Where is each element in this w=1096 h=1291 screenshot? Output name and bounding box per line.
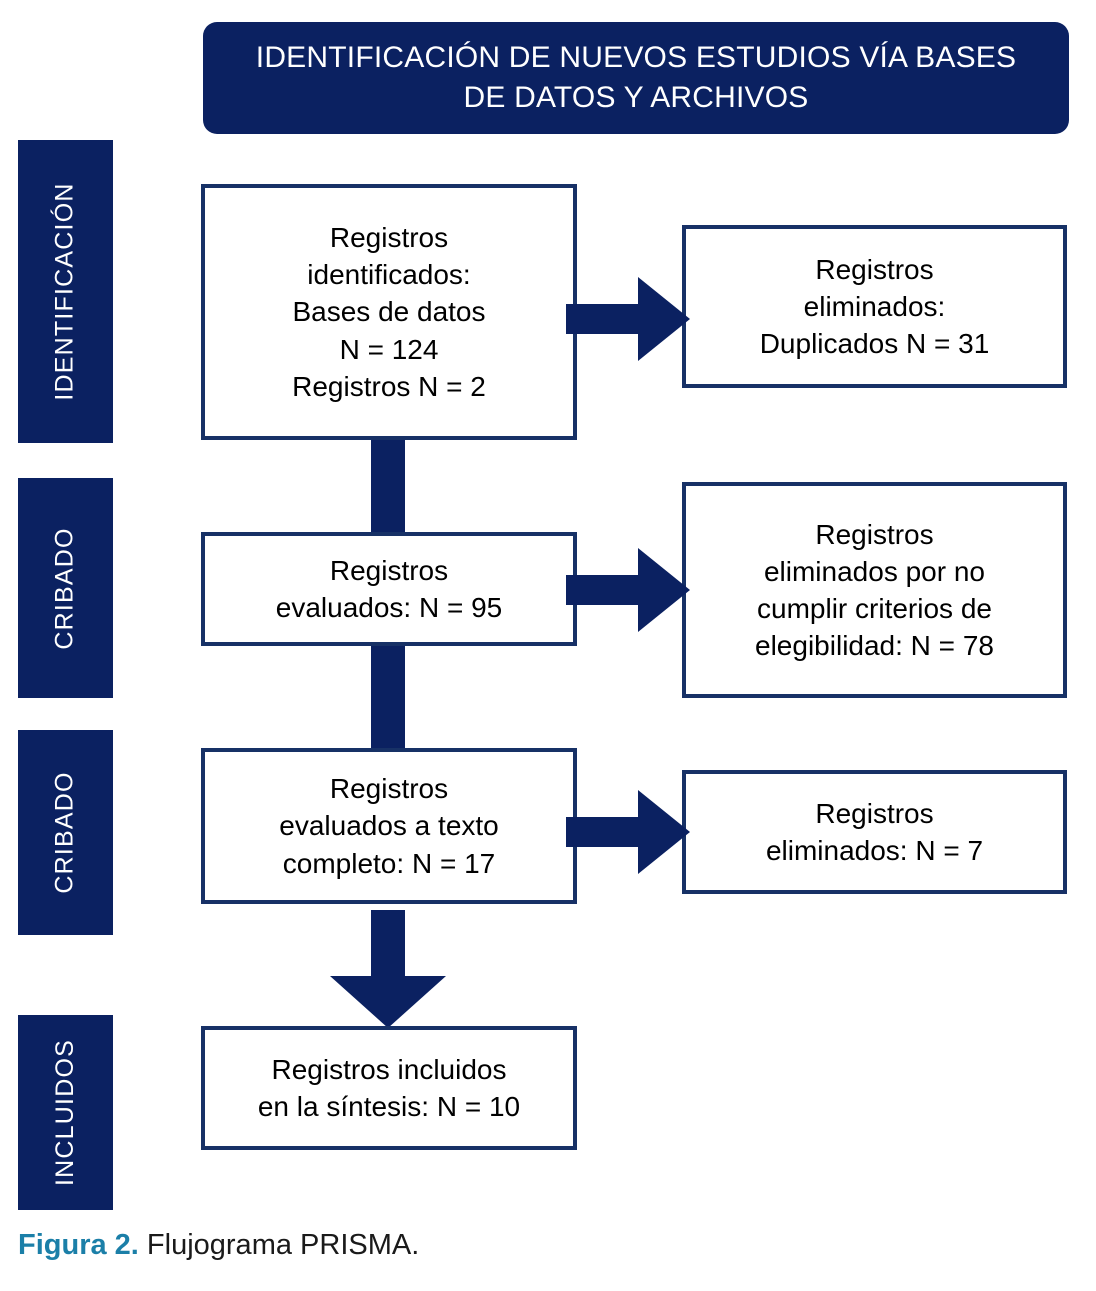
stage-bar-cribado-1: CRIBADO <box>18 478 113 698</box>
flow-box-registros-incluidos-sintesis: Registros incluidos en la síntesis: N = … <box>201 1026 577 1150</box>
flow-box-text: Registros evaluados a texto completo: N … <box>279 773 499 879</box>
vertical-connector-icon <box>371 630 405 760</box>
arrow-right-icon <box>566 790 690 874</box>
stage-label-incluidos: INCLUIDOS <box>51 1039 79 1186</box>
flow-box-text: Registros identificados: Bases de datos … <box>292 221 486 402</box>
arrow-right-icon <box>566 548 690 632</box>
flow-box-text: Registros evaluados: N = 95 <box>275 554 503 623</box>
stage-bar-cribado-2: CRIBADO <box>18 730 113 935</box>
flow-box-registros-eliminados-7: Registros eliminados: N = 7 <box>682 770 1067 894</box>
arrow-right-icon <box>566 277 690 361</box>
flow-box-registros-eliminados-elegibilidad: Registros eliminados por no cumplir crit… <box>682 482 1067 698</box>
flow-box-text: Registros eliminados: N = 7 <box>765 797 984 866</box>
diagram-header-banner: IDENTIFICACIÓN DE NUEVOS ESTUDIOS VÍA BA… <box>203 22 1069 134</box>
figure-caption: Figura 2. Flujograma PRISMA. <box>18 1228 419 1263</box>
diagram-title: IDENTIFICACIÓN DE NUEVOS ESTUDIOS VÍA BA… <box>255 41 1017 114</box>
flow-box-registros-evaluados: Registros evaluados: N = 95 <box>201 532 577 646</box>
flow-box-registros-identificados: Registros identificados: Bases de datos … <box>201 184 577 440</box>
figure-caption-text: Flujograma PRISMA. <box>138 1229 420 1261</box>
flow-box-text: Registros eliminados: Duplicados N = 31 <box>759 253 990 360</box>
flow-box-text: Registros incluidos en la síntesis: N = … <box>257 1053 521 1122</box>
flow-box-registros-evaluados-texto-completo: Registros evaluados a texto completo: N … <box>201 748 577 904</box>
vertical-connector-icon <box>371 430 405 550</box>
stage-bar-incluidos: INCLUIDOS <box>18 1015 113 1210</box>
stage-bar-identificacion: IDENTIFICACIÓN <box>18 140 113 443</box>
flow-box-text: Registros eliminados por no cumplir crit… <box>755 518 994 662</box>
flow-box-registros-eliminados-duplicados: Registros eliminados: Duplicados N = 31 <box>682 225 1067 388</box>
stage-label-identificacion: IDENTIFICACIÓN <box>51 182 80 401</box>
stage-label-cribado-1: CRIBADO <box>51 526 79 650</box>
stage-label-cribado-2: CRIBADO <box>51 771 79 894</box>
arrow-down-icon <box>330 910 446 1028</box>
figure-caption-label: Figura 2. <box>18 1229 139 1261</box>
